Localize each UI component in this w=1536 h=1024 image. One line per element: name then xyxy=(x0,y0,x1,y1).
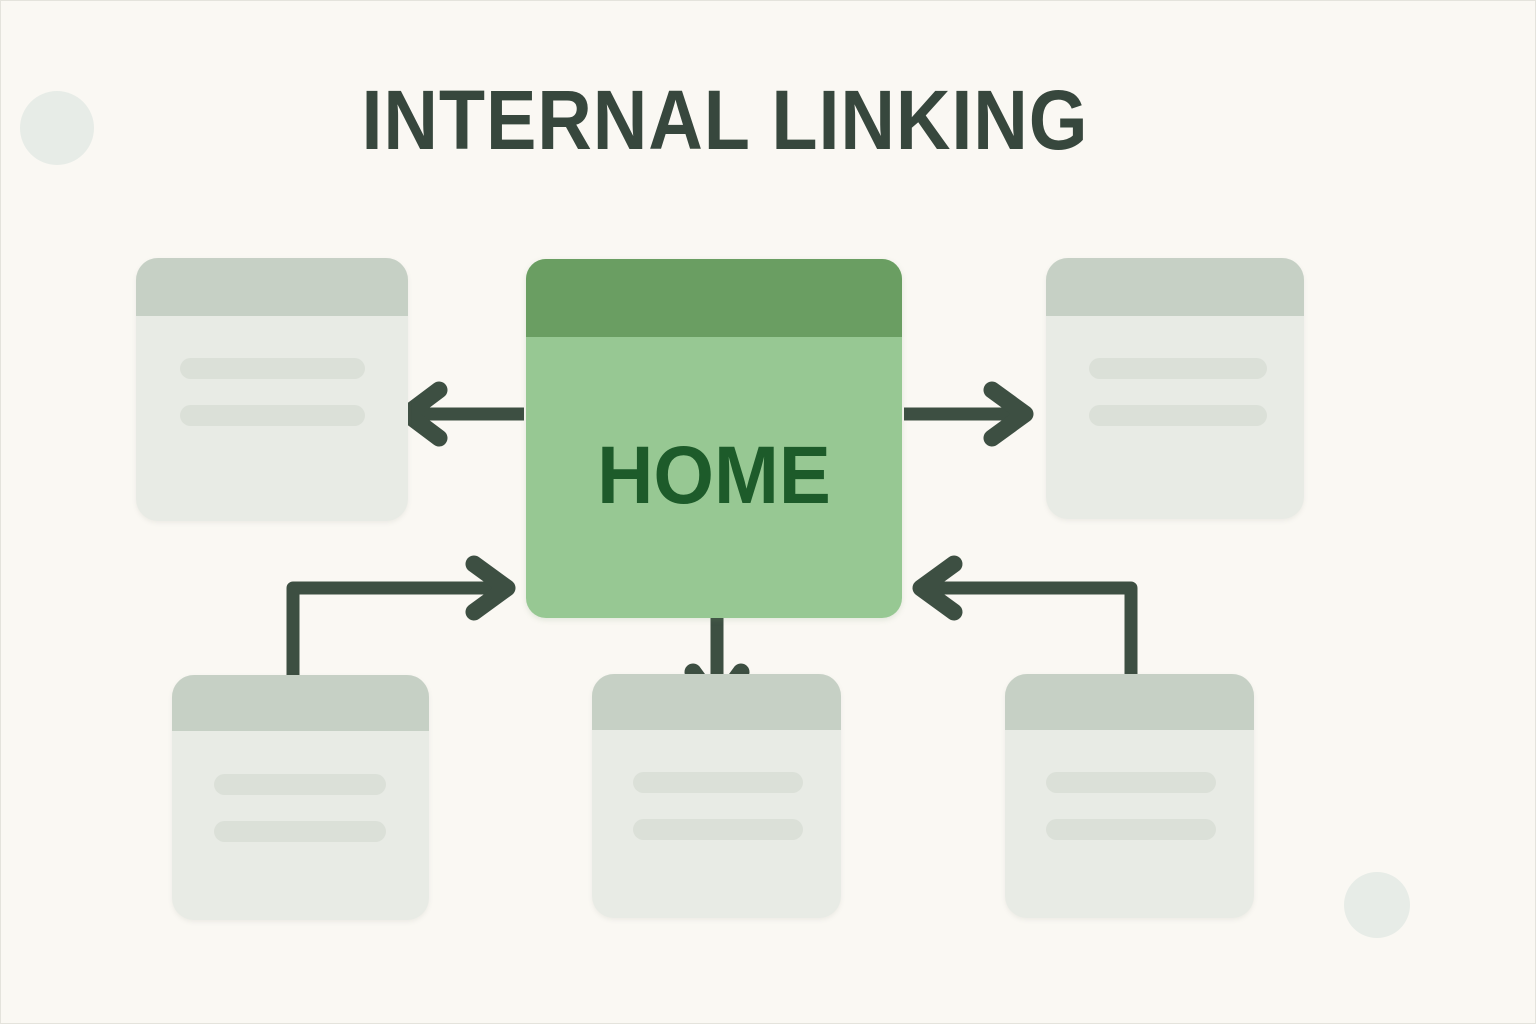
card-header xyxy=(172,675,429,731)
card-text-line xyxy=(1046,772,1216,793)
card-header xyxy=(136,258,408,316)
decorative-circle-top-left xyxy=(20,91,94,165)
card-text-line xyxy=(180,358,365,379)
connector-bottom-left-to-home xyxy=(286,555,516,685)
home-node[interactable]: HOME xyxy=(526,259,902,618)
page-card-bottom-center[interactable] xyxy=(592,674,841,918)
page-title: INTERNAL LINKING xyxy=(361,73,1089,167)
card-text-line xyxy=(633,819,803,840)
card-text-line xyxy=(214,774,386,795)
page-card-top-left[interactable] xyxy=(136,258,408,521)
page-card-bottom-right[interactable] xyxy=(1005,674,1254,918)
connector-home-to-top-right xyxy=(904,381,1034,447)
decorative-circle-bottom-right xyxy=(1344,872,1410,938)
card-text-line xyxy=(633,772,803,793)
card-header xyxy=(1005,674,1254,730)
card-text-line xyxy=(1089,358,1267,379)
card-text-line xyxy=(1089,405,1267,426)
connector-bottom-right-to-home xyxy=(912,555,1138,685)
card-header xyxy=(592,674,841,730)
card-header xyxy=(1046,258,1304,316)
card-text-line xyxy=(1046,819,1216,840)
card-text-line xyxy=(180,405,365,426)
page-card-bottom-left[interactable] xyxy=(172,675,429,920)
home-node-label: HOME xyxy=(597,430,831,521)
connector-home-to-top-left xyxy=(398,381,524,447)
home-node-header xyxy=(526,259,902,337)
card-text-line xyxy=(214,821,386,842)
page-card-top-right[interactable] xyxy=(1046,258,1304,519)
